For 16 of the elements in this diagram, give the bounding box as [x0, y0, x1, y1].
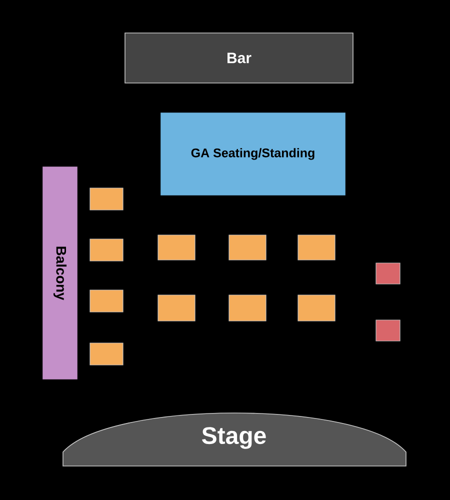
- table: [376, 320, 400, 342]
- table: [298, 234, 336, 260]
- table: [90, 188, 124, 210]
- table: [228, 294, 266, 322]
- table: [298, 294, 336, 322]
- balcony-area: Balcony: [42, 166, 78, 380]
- table: [90, 290, 124, 312]
- bar-area: Bar: [124, 32, 354, 84]
- seating-area: GA Seating/Standing: [160, 112, 346, 196]
- table: [90, 342, 124, 366]
- table: [90, 238, 124, 262]
- table: [228, 234, 266, 260]
- table: [158, 294, 196, 322]
- stage: Stage: [62, 412, 406, 466]
- table: [376, 262, 400, 284]
- table: [158, 234, 196, 260]
